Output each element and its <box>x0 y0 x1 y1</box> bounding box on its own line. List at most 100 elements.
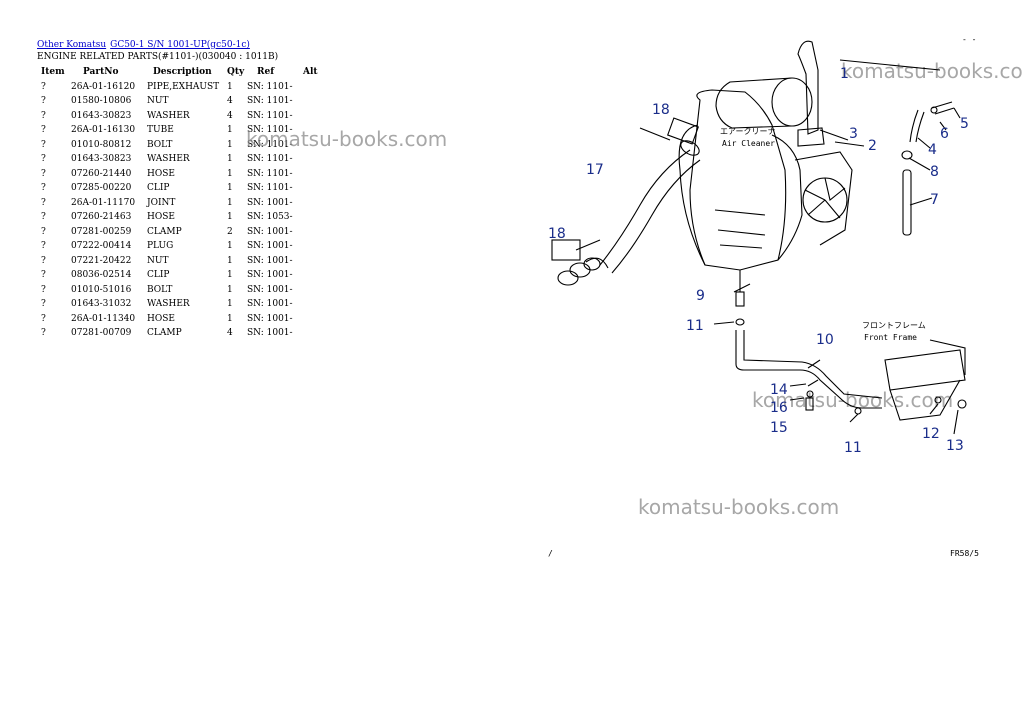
column-header-alt: Alt <box>303 67 318 77</box>
callout-1: 1 <box>840 66 849 82</box>
cell-item: ? <box>41 183 46 193</box>
cell-alt <box>303 109 323 124</box>
cell-item: ? <box>41 299 46 309</box>
cell-description: NUT <box>147 96 169 106</box>
callout-11-lower: 11 <box>844 440 862 456</box>
cell-alt <box>303 225 323 240</box>
cell-alt <box>303 167 323 182</box>
cell-description: HOSE <box>147 168 175 179</box>
cell-description: HOSE <box>147 313 175 324</box>
cell-qty: 1 <box>227 284 233 295</box>
cell-ref: SN: 1001- <box>247 270 293 280</box>
cell-qty: 1 <box>227 241 233 251</box>
cell-description: PLUG <box>147 241 174 251</box>
cell-partno: 07285-00220 <box>71 183 132 193</box>
watermark: komatsu-books.com <box>638 495 840 519</box>
cell-ref: SN: 1001- <box>247 241 293 251</box>
callout-3: 3 <box>849 126 858 142</box>
callout-13: 13 <box>946 438 964 454</box>
cell-ref: SN: 1101- <box>247 183 293 193</box>
cell-qty: 1 <box>227 154 233 164</box>
front-frame-label-jp: フロントフレーム <box>862 321 926 330</box>
cell-qty: 1 <box>227 168 233 179</box>
breadcrumb-link-model[interactable]: GC50-1 S/N 1001-UP(gc50-1c) <box>110 40 250 50</box>
callout-18: 18 <box>652 102 670 118</box>
cell-alt <box>303 268 323 283</box>
cell-item: ? <box>41 270 46 280</box>
column-header-partno: PartNo <box>83 67 119 77</box>
callout-5: 5 <box>960 116 969 132</box>
air-cleaner-label-jp: エアークリーナ <box>720 127 776 136</box>
cell-qty: 1 <box>227 299 233 309</box>
callout-15: 15 <box>770 420 788 436</box>
cell-item: ? <box>41 284 46 295</box>
cell-partno: 07281-00709 <box>71 328 132 338</box>
cell-ref: SN: 1001- <box>247 197 293 208</box>
cell-partno: 07260-21440 <box>71 168 132 179</box>
cell-partno: 01643-30823 <box>71 154 132 164</box>
cell-partno: 07281-00259 <box>71 226 132 237</box>
cell-item: ? <box>41 110 46 121</box>
cell-item: ? <box>41 168 46 179</box>
cell-description: CLAMP <box>147 328 182 338</box>
cell-partno: 26A-01-11340 <box>71 313 136 324</box>
column-header-qty: Qty <box>227 67 245 77</box>
parts-table: Item PartNo Description Qty Ref Alt ?26A… <box>37 65 323 341</box>
cell-item: ? <box>41 212 46 222</box>
cell-description: BOLT <box>147 284 173 295</box>
cell-qty: 4 <box>227 328 233 338</box>
cell-item: ? <box>41 226 46 237</box>
cell-alt <box>303 196 323 211</box>
callout-4: 4 <box>928 142 937 158</box>
cell-qty: 2 <box>227 226 233 237</box>
corner-mark-bottom-left: / <box>548 549 553 558</box>
callout-16: 16 <box>770 400 788 416</box>
cell-item: ? <box>41 328 46 338</box>
cell-item: ? <box>41 313 46 324</box>
figure-id: FR58/5 <box>950 549 979 558</box>
callout-8: 8 <box>930 164 939 180</box>
cell-ref: SN: 1101- <box>247 81 293 92</box>
cell-qty: 1 <box>227 183 233 193</box>
watermark: komatsu-books.com <box>752 388 954 412</box>
cell-ref: SN: 1101- <box>247 125 293 135</box>
cell-partno: 07260-21463 <box>71 212 132 222</box>
cell-item: ? <box>41 255 46 266</box>
cell-item: ? <box>41 125 46 135</box>
cell-ref: SN: 1001- <box>247 255 293 266</box>
front-frame-label-en: Front Frame <box>864 333 917 342</box>
cell-partno: 26A-01-16130 <box>71 125 136 135</box>
cell-description: PIPE,EXHAUST <box>147 81 220 92</box>
cell-description: CLIP <box>147 270 170 280</box>
cell-qty: 4 <box>227 110 233 121</box>
callout-7: 7 <box>930 192 939 208</box>
cell-ref: SN: 1001- <box>247 284 293 295</box>
cell-alt <box>303 94 323 109</box>
callout-11: 11 <box>686 318 704 334</box>
air-cleaner-label-en: Air Cleaner <box>722 139 775 148</box>
cell-ref: SN: 1001- <box>247 226 293 237</box>
cell-ref: SN: 1101- <box>247 110 293 121</box>
breadcrumb-link-other-komatsu[interactable]: Other Komatsu <box>37 40 107 50</box>
cell-description: NUT <box>147 255 169 266</box>
cell-description: CLIP <box>147 183 170 193</box>
cell-alt <box>303 312 323 327</box>
callout-17: 17 <box>586 162 604 178</box>
hose-17 <box>585 149 701 274</box>
cell-qty: 4 <box>227 96 233 106</box>
cell-description: JOINT <box>147 197 176 208</box>
callout-18-lower: 18 <box>548 226 566 242</box>
engine-illustration <box>678 40 853 271</box>
